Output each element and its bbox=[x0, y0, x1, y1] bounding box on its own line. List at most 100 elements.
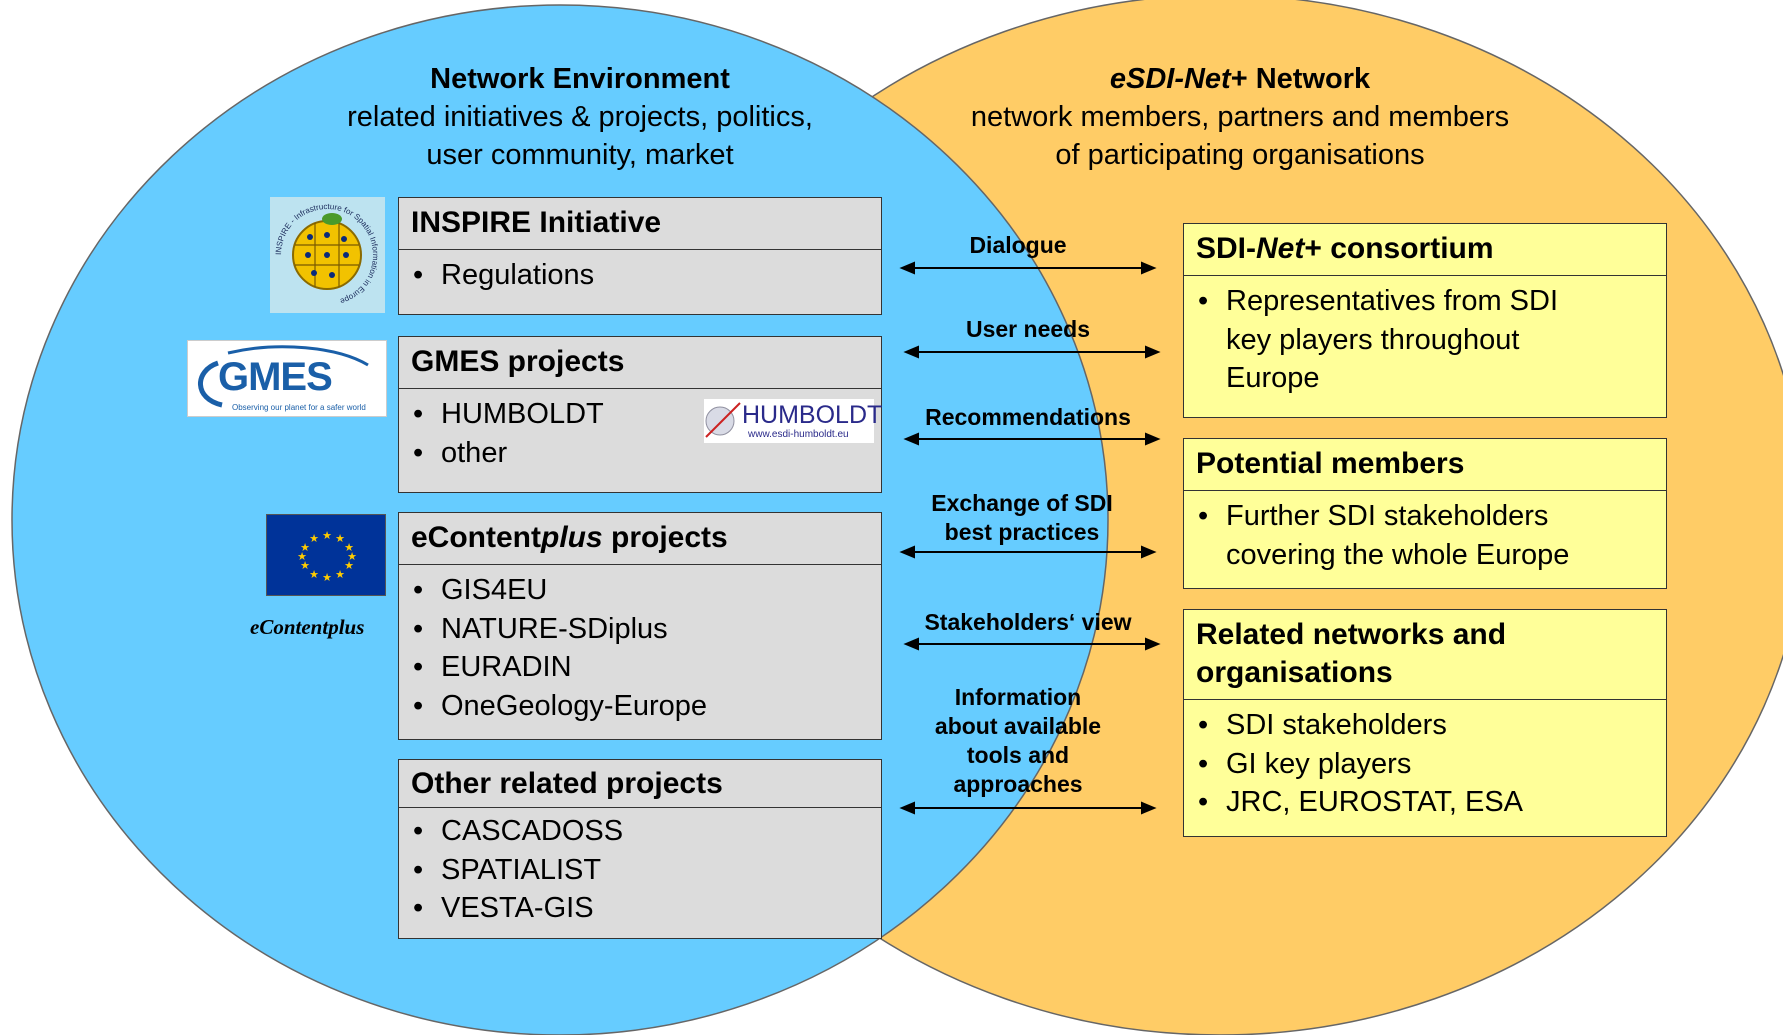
gmes-logo-text: GMES bbox=[218, 355, 333, 399]
list-item: SDI stakeholders bbox=[1196, 706, 1654, 745]
right-header-title-rest: + Network bbox=[1230, 63, 1371, 95]
econtentplus-box-title: eContentplus projects bbox=[399, 513, 881, 565]
label-user-needs: User needs bbox=[965, 316, 1091, 342]
label-info-line4: approaches bbox=[953, 771, 1083, 797]
list-item: Regulations bbox=[411, 256, 869, 295]
left-header-line2: user community, market bbox=[426, 139, 734, 171]
eu-flag-logo: ★★★★★★ ★★★★★★ bbox=[266, 514, 386, 596]
svg-text:★: ★ bbox=[335, 568, 345, 581]
other-projects-box-title: Other related projects bbox=[399, 760, 881, 808]
label-info-line3: tools and bbox=[966, 742, 1070, 768]
gmes-box-title: GMES projects bbox=[399, 337, 881, 389]
list-item: Representatives from SDI key players thr… bbox=[1196, 282, 1606, 398]
potential-members-box-title: Potential members bbox=[1184, 439, 1666, 491]
right-header: eSDI-Net+ Network network members, partn… bbox=[920, 60, 1560, 174]
consortium-box-list: Representatives from SDI key players thr… bbox=[1184, 276, 1666, 398]
svg-text:★: ★ bbox=[300, 559, 310, 572]
left-header: Network Environment related initiatives … bbox=[290, 60, 870, 174]
list-item: GI key players bbox=[1196, 745, 1654, 784]
svg-text:★: ★ bbox=[335, 532, 345, 545]
gmes-tagline: Observing our planet for a safer world bbox=[232, 403, 366, 412]
label-exchange-line2: best practices bbox=[944, 519, 1100, 545]
svg-text:★: ★ bbox=[322, 571, 332, 584]
econtent-title-em: plus bbox=[541, 521, 603, 554]
right-header-line2: of participating organisations bbox=[1055, 139, 1425, 171]
svg-text:★: ★ bbox=[322, 529, 332, 542]
econtent-title-post: projects bbox=[602, 521, 728, 554]
humboldt-globe-icon bbox=[705, 402, 741, 438]
label-info-line2: about available bbox=[934, 713, 1102, 739]
humboldt-logo: HUMBOLDT www.esdi-humboldt.eu bbox=[704, 399, 882, 443]
list-item: NATURE-SDiplus bbox=[411, 610, 869, 649]
label-dialogue: Dialogue bbox=[969, 232, 1067, 258]
consortium-box: SDI-Net+ consortium Representatives from… bbox=[1183, 223, 1667, 418]
arrow-user-needs bbox=[903, 345, 1161, 359]
list-item: other bbox=[411, 434, 869, 473]
potential-members-box: Potential members Further SDI stakeholde… bbox=[1183, 438, 1667, 589]
svg-text:★: ★ bbox=[344, 559, 354, 572]
econtent-logo-em: plus bbox=[328, 615, 365, 639]
arrow-information bbox=[899, 801, 1157, 815]
arrow-label-information: Information about available tools and ap… bbox=[935, 683, 1101, 799]
arrow-exchange bbox=[899, 545, 1157, 559]
right-header-title-em: eSDI-Net bbox=[1109, 63, 1231, 95]
inspire-globe-icon: INSPIRE - Infrastructure for Spatial Inf… bbox=[274, 202, 380, 306]
related-networks-box: Related networks and organisations SDI s… bbox=[1183, 609, 1667, 837]
consortium-title-em: Net bbox=[1256, 232, 1305, 265]
arrow-label-recommendations: Recommendations bbox=[925, 403, 1131, 432]
list-item: Further SDI stakeholders covering the wh… bbox=[1196, 497, 1626, 574]
list-item: SPATIALIST bbox=[411, 851, 869, 890]
left-header-line1: related initiatives & projects, politics… bbox=[347, 101, 813, 133]
inspire-box: INSPIRE Initiative Regulations bbox=[398, 197, 882, 315]
potential-members-box-list: Further SDI stakeholders covering the wh… bbox=[1184, 491, 1666, 574]
inspire-box-title: INSPIRE Initiative bbox=[399, 198, 881, 250]
econtentplus-logo-text: eContentplus bbox=[250, 615, 364, 640]
label-exchange-line1: Exchange of SDI bbox=[931, 490, 1113, 516]
svg-text:★: ★ bbox=[297, 550, 307, 563]
related-networks-box-title: Related networks and organisations bbox=[1184, 610, 1666, 700]
arrow-label-user-needs: User needs bbox=[966, 315, 1090, 344]
arrow-label-stakeholders: Stakeholders‘ view bbox=[924, 608, 1131, 637]
inspire-logo: INSPIRE - Infrastructure for Spatial Inf… bbox=[270, 197, 385, 313]
list-item: HUMBOLDT bbox=[411, 395, 869, 434]
svg-text:★: ★ bbox=[300, 541, 310, 554]
humboldt-logo-text: HUMBOLDT bbox=[742, 401, 883, 429]
svg-text:★: ★ bbox=[309, 568, 319, 581]
arrow-dialogue bbox=[899, 261, 1157, 275]
econtentplus-box: eContentplus projects GIS4EU NATURE-SDip… bbox=[398, 512, 882, 740]
econtent-title-pre: eContent bbox=[411, 521, 541, 554]
svg-text:★: ★ bbox=[344, 541, 354, 554]
eu-stars-icon: ★★★★★★ ★★★★★★ bbox=[297, 529, 357, 584]
label-recommendations: Recommendations bbox=[925, 404, 1131, 430]
arrow-label-dialogue: Dialogue bbox=[969, 231, 1066, 260]
list-item: GIS4EU bbox=[411, 571, 869, 610]
econtent-logo-pre: eContent bbox=[250, 615, 329, 639]
arrow-recommendations bbox=[903, 432, 1161, 446]
list-item: CASCADOSS bbox=[411, 812, 869, 851]
consortium-box-title: SDI-Net+ consortium bbox=[1184, 224, 1666, 276]
arrow-label-exchange: Exchange of SDI best practices bbox=[931, 489, 1112, 547]
left-header-title: Network Environment bbox=[430, 63, 730, 95]
svg-text:★: ★ bbox=[347, 550, 357, 563]
econtentplus-box-list: GIS4EU NATURE-SDiplus EURADIN OneGeology… bbox=[399, 565, 881, 725]
list-item: VESTA-GIS bbox=[411, 889, 869, 928]
right-header-title: eSDI-Net+ Network bbox=[920, 60, 1560, 98]
right-header-line1: network members, partners and members bbox=[970, 101, 1510, 133]
gmes-box: GMES projects HUMBOLDT other HUMBOLDT ww… bbox=[398, 336, 882, 493]
gmes-logo: GMES Observing our planet for a safer wo… bbox=[187, 340, 387, 417]
svg-text:★: ★ bbox=[309, 532, 319, 545]
consortium-title-post: + consortium bbox=[1304, 232, 1494, 265]
label-info-line1: Information bbox=[954, 684, 1082, 710]
list-item: JRC, EUROSTAT, ESA bbox=[1196, 783, 1654, 822]
consortium-title-pre: SDI- bbox=[1196, 232, 1256, 265]
arrow-stakeholders bbox=[903, 637, 1161, 651]
gmes-swoosh-icon bbox=[198, 345, 369, 408]
related-networks-box-list: SDI stakeholders GI key players JRC, EUR… bbox=[1184, 700, 1666, 822]
other-projects-box-list: CASCADOSS SPATIALIST VESTA-GIS bbox=[399, 808, 881, 928]
other-projects-box: Other related projects CASCADOSS SPATIAL… bbox=[398, 759, 882, 939]
list-item: EURADIN bbox=[411, 648, 869, 687]
list-item: OneGeology-Europe bbox=[411, 687, 869, 726]
inspire-box-list: Regulations bbox=[399, 250, 881, 295]
label-stakeholders: Stakeholders‘ view bbox=[924, 609, 1132, 635]
humboldt-url: www.esdi-humboldt.eu bbox=[748, 429, 849, 440]
